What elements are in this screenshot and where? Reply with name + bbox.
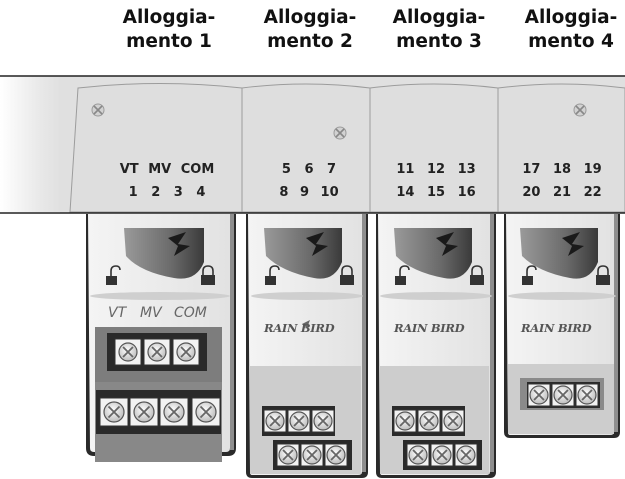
terminal-screw-icon bbox=[99, 397, 129, 427]
screw-icon bbox=[333, 126, 347, 140]
rotary-dial bbox=[520, 228, 598, 279]
screw-icon bbox=[573, 103, 587, 117]
terminal-screw-icon bbox=[143, 338, 171, 366]
lock-icon bbox=[596, 265, 610, 285]
lock-icon bbox=[470, 265, 484, 285]
slot1-num-3: 3 bbox=[173, 185, 183, 200]
terminal-screw-icon bbox=[276, 443, 300, 467]
station-20: 20 bbox=[522, 185, 541, 200]
terminal-screw-icon bbox=[263, 409, 287, 433]
terminal-screw-icon bbox=[114, 338, 142, 366]
slot-header-3: Alloggia- mento 3 bbox=[384, 6, 494, 54]
rain-bird-logo-icon bbox=[302, 320, 310, 328]
brand-label: RAIN BIRD bbox=[264, 321, 335, 335]
station-9: 9 bbox=[299, 185, 309, 200]
rotary-dial bbox=[264, 228, 342, 279]
unlock-icon bbox=[265, 265, 280, 285]
unlock-icon bbox=[522, 265, 537, 285]
unlock-icon bbox=[106, 265, 121, 285]
slot-header-1-line1: Alloggia- bbox=[122, 7, 216, 28]
station-16: 16 bbox=[457, 185, 476, 200]
terminal-screw-icon bbox=[191, 397, 221, 427]
brand-label: RAIN BIRD bbox=[521, 321, 592, 335]
lock-icon bbox=[201, 265, 215, 285]
slot1-label-mv: MV bbox=[148, 162, 172, 177]
station-15: 15 bbox=[426, 185, 446, 200]
slot1-top-labels: VT MV COM bbox=[112, 162, 222, 177]
slot-header-3-line2: mento 3 bbox=[396, 31, 482, 52]
terminal-screw-icon bbox=[300, 443, 324, 467]
terminal-screw-icon bbox=[324, 443, 348, 467]
station-5: 5 bbox=[281, 162, 291, 177]
slot4-row2: 20 21 22 bbox=[514, 185, 610, 200]
slot3-row1: 11 12 13 bbox=[388, 162, 484, 177]
terminal-screw-icon bbox=[430, 443, 454, 467]
station-17: 17 bbox=[522, 162, 541, 177]
station-12: 12 bbox=[426, 162, 446, 177]
slot1-number-labels: 1 2 3 4 bbox=[112, 185, 222, 200]
slot2-row2: 8 9 10 bbox=[266, 185, 352, 200]
slot2-row1: 5 6 7 bbox=[266, 162, 352, 177]
slot-header-4-line2: mento 4 bbox=[528, 31, 614, 52]
brand-label: RAIN BIRD bbox=[394, 321, 465, 335]
terminal-screw-icon bbox=[527, 383, 551, 407]
station-11: 11 bbox=[396, 162, 415, 177]
station-10: 10 bbox=[320, 185, 339, 200]
slot1-label-com: COM bbox=[180, 162, 215, 177]
lock-icon bbox=[340, 265, 354, 285]
station-19: 19 bbox=[583, 162, 602, 177]
terminal-label-com: COM bbox=[174, 305, 207, 321]
terminal-screw-icon bbox=[287, 409, 311, 433]
station-13: 13 bbox=[457, 162, 476, 177]
slot-header-2-line2: mento 2 bbox=[267, 31, 353, 52]
station-22: 22 bbox=[583, 185, 602, 200]
station-18: 18 bbox=[552, 162, 572, 177]
rotary-dial bbox=[124, 228, 204, 279]
terminal-screw-icon bbox=[129, 397, 159, 427]
slot1-num-1: 1 bbox=[128, 185, 138, 200]
slot1-num-2: 2 bbox=[151, 185, 161, 200]
station-8: 8 bbox=[279, 185, 289, 200]
terminal-screw-icon bbox=[172, 338, 200, 366]
terminal-label-vt: VT bbox=[108, 305, 127, 321]
unlock-icon bbox=[395, 265, 410, 285]
slot1-label-vt: VT bbox=[119, 162, 139, 177]
terminal-screw-icon bbox=[441, 409, 465, 433]
station-21: 21 bbox=[552, 185, 572, 200]
terminal-screw-icon bbox=[393, 409, 417, 433]
slot-header-1-line2: mento 1 bbox=[126, 31, 212, 52]
slot-header-4: Alloggia- mento 4 bbox=[516, 6, 625, 54]
terminal-screw-icon bbox=[417, 409, 441, 433]
station-14: 14 bbox=[396, 185, 415, 200]
slot-header-2-line1: Alloggia- bbox=[263, 7, 357, 28]
terminal-label-mv: MV bbox=[140, 305, 162, 321]
slot-header-1: Alloggia- mento 1 bbox=[114, 6, 224, 54]
terminal-screw-icon bbox=[551, 383, 575, 407]
slot-header-4-line1: Alloggia- bbox=[524, 7, 618, 28]
terminal-screw-icon bbox=[159, 397, 189, 427]
terminal-screw-icon bbox=[454, 443, 478, 467]
terminal-screw-icon bbox=[575, 383, 599, 407]
terminal-screw-icon bbox=[311, 409, 335, 433]
slot3-row2: 14 15 16 bbox=[388, 185, 484, 200]
terminal-screw-icon bbox=[406, 443, 430, 467]
station-6: 6 bbox=[304, 162, 314, 177]
slot-header-3-line1: Alloggia- bbox=[392, 7, 486, 28]
screw-icon bbox=[91, 103, 105, 117]
slot1-num-4: 4 bbox=[196, 185, 206, 200]
slot-header-2: Alloggia- mento 2 bbox=[255, 6, 365, 54]
rotary-dial bbox=[394, 228, 472, 279]
slot4-row1: 17 18 19 bbox=[514, 162, 610, 177]
station-7: 7 bbox=[327, 162, 337, 177]
